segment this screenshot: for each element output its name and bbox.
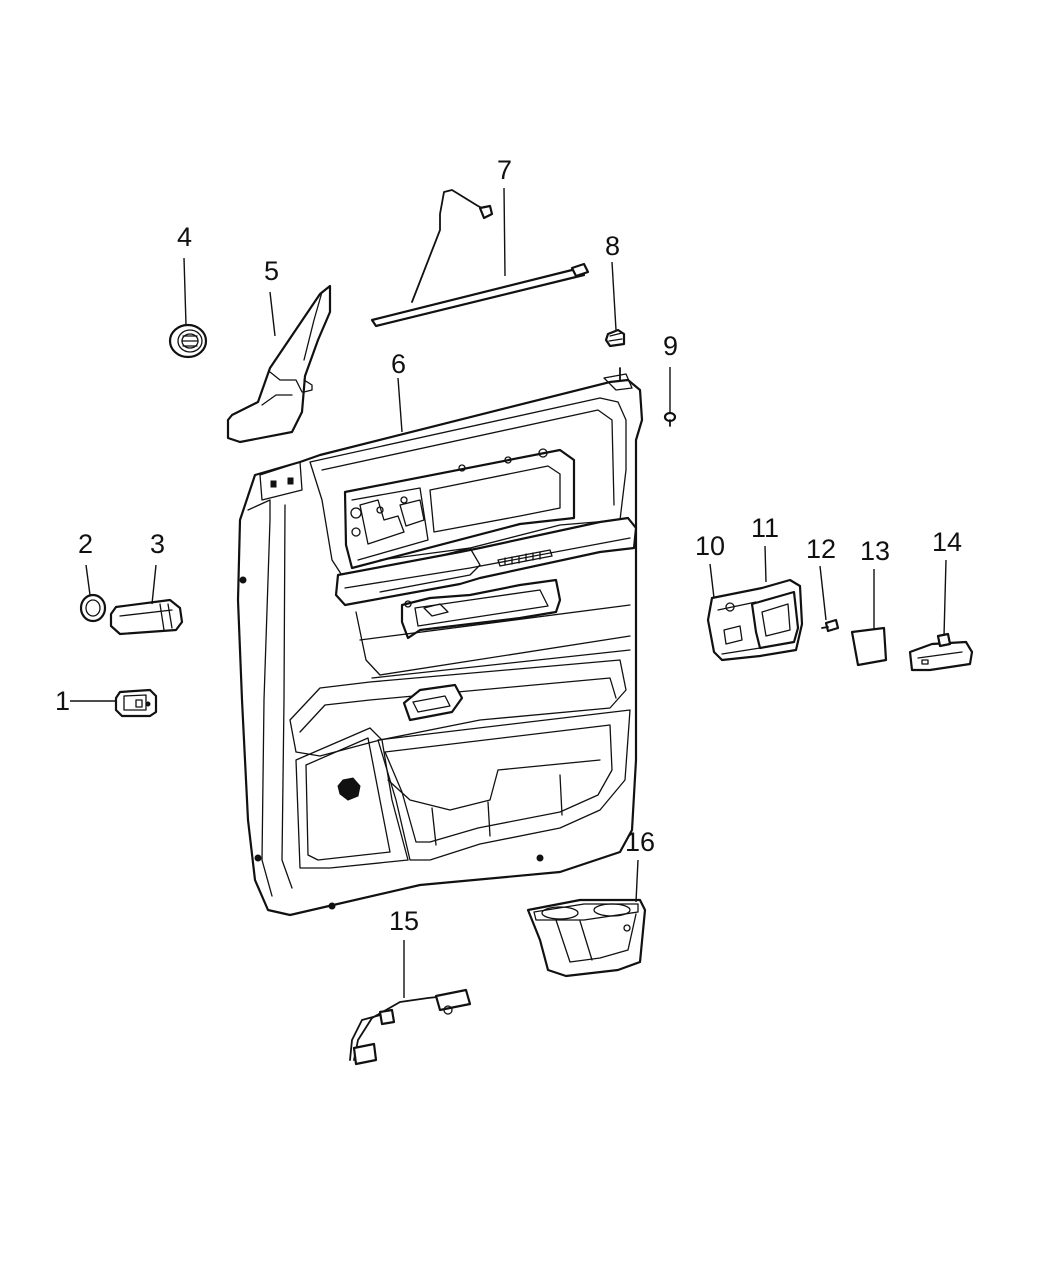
callout-8: 8 xyxy=(605,231,620,261)
part-16-cup-holder xyxy=(526,898,647,978)
part-7-belt-weatherstrip xyxy=(370,189,590,328)
callout-15: 15 xyxy=(389,906,419,936)
part-14-switch-assembly xyxy=(908,632,974,672)
callout-16: 16 xyxy=(625,827,655,857)
callout-4: 4 xyxy=(177,222,192,252)
callout-12: 12 xyxy=(806,534,836,564)
part-13-cover xyxy=(850,626,888,667)
part-4-speaker-grille xyxy=(168,323,208,359)
part-9-screw xyxy=(663,411,677,427)
callout-2: 2 xyxy=(78,529,93,559)
part-15-wire-harness xyxy=(349,988,472,1066)
part-8-retainer xyxy=(604,328,626,348)
callout-1: 1 xyxy=(55,686,70,716)
part-12-screw xyxy=(821,618,840,633)
callout-14: 14 xyxy=(932,527,962,557)
callout-5: 5 xyxy=(264,256,279,286)
callout-6: 6 xyxy=(391,349,406,379)
callout-11: 11 xyxy=(751,513,779,543)
part-10-11-handle-bezel xyxy=(706,578,804,662)
callout-3: 3 xyxy=(150,529,165,559)
part-3-pull-handle xyxy=(109,598,184,636)
leader-lines xyxy=(70,187,947,998)
callout-7: 7 xyxy=(497,155,512,185)
callout-labels: 1 2 3 4 5 6 7 8 9 10 11 12 13 14 15 16 xyxy=(55,155,962,936)
callout-13: 13 xyxy=(860,536,890,566)
callout-9: 9 xyxy=(663,331,678,361)
part-6-door-trim-panel xyxy=(236,367,644,917)
part-1-switch xyxy=(114,688,158,718)
part-5-sail-panel xyxy=(226,284,332,444)
part-2-bezel-ring xyxy=(79,593,107,623)
callout-10: 10 xyxy=(695,531,725,561)
